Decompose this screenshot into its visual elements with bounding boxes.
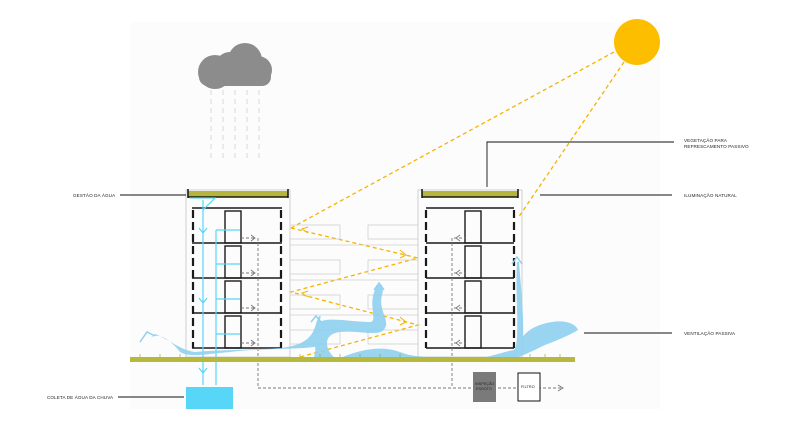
- label-passive-ventilation: VENTILAÇÃO PASSIVA: [684, 330, 736, 336]
- sewage-inspection-label-line1: INSPEÇÃO: [475, 381, 494, 386]
- filter-box: [517, 372, 541, 402]
- label-vegetation-line2: REFRESCAMENTO PASSIVO: [684, 144, 749, 149]
- label-vegetation-line1: VEGETAÇÃO PARA: [684, 137, 728, 143]
- sewage-inspection-box: [473, 372, 496, 402]
- sun-ray-arrowheads: [300, 226, 407, 326]
- leader-vegetation: [486, 141, 674, 187]
- filter-label: FILTRO: [521, 385, 535, 389]
- right-building: [417, 189, 523, 358]
- rain-streaks: [210, 90, 260, 160]
- green-roof-right: [422, 191, 518, 197]
- rainwater-cistern: [186, 387, 233, 409]
- passive-ventilation-airflow: [150, 262, 578, 362]
- rain-cloud-icon: [198, 43, 272, 89]
- sun-icon: [614, 19, 660, 65]
- label-water-management: GESTÃO DA ÁGUA: [73, 192, 116, 198]
- ground: [130, 357, 575, 362]
- sunlight-rays: [288, 51, 625, 358]
- sewage-inspection-label-line2: ESGOTO: [476, 387, 492, 391]
- green-roof-left: [188, 191, 288, 197]
- sun-ray-2: [517, 61, 625, 219]
- grass-ticks: [139, 354, 561, 357]
- label-rainwater-collection: COLETA DE ÁGUA DA CHUVA: [47, 394, 114, 400]
- airflow-arrowheads: [139, 255, 523, 343]
- sun-ray-bounce: [288, 227, 421, 358]
- greywater-arrowheads: [250, 234, 564, 392]
- sun-ray-1: [290, 51, 615, 229]
- label-natural-lighting: ILUMINAÇÃO NATURAL: [684, 192, 737, 198]
- left-building: [185, 189, 291, 358]
